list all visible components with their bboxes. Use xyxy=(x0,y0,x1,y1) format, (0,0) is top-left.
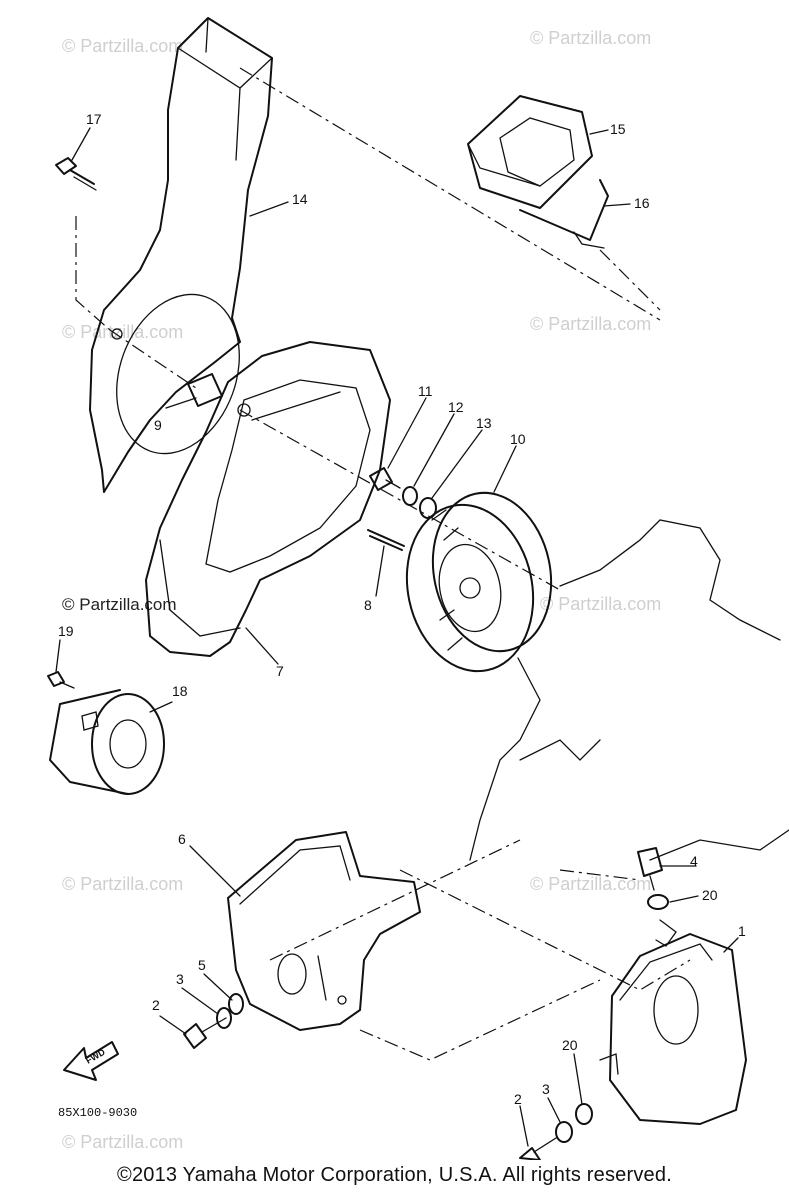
part-16-bracket xyxy=(519,179,609,249)
exploded-parts-diagram: © Partzilla.com © Partzilla.com © Partzi… xyxy=(47,17,789,1160)
part-14-air-shroud xyxy=(89,17,273,493)
part-11-bolt xyxy=(369,467,401,491)
part-4-bolt xyxy=(637,847,663,891)
leader-lines xyxy=(55,127,739,1147)
callout-13: 13 xyxy=(476,415,492,431)
callout-5: 5 xyxy=(198,957,206,973)
fwd-arrow-icon: FWD xyxy=(63,1041,119,1081)
diagram-code: 85X100-9030 xyxy=(58,1106,137,1120)
callout-2-right: 2 xyxy=(514,1091,522,1107)
part-5-washer xyxy=(228,993,244,1015)
part-19-bolt xyxy=(47,671,75,689)
callout-10: 10 xyxy=(510,431,526,447)
watermark-6: © Partzilla.com xyxy=(62,874,183,894)
watermark-5: © Partzilla.com xyxy=(540,594,661,614)
callout-12: 12 xyxy=(448,399,464,415)
part-15-clamp xyxy=(467,95,593,209)
part-1-cover xyxy=(609,933,747,1125)
callout-8: 8 xyxy=(364,597,372,613)
callout-1: 1 xyxy=(738,923,746,939)
callout-20-lower: 20 xyxy=(562,1037,578,1053)
part-20-washer-lower xyxy=(575,1053,619,1125)
part-18-cap xyxy=(49,689,165,795)
part-10-flywheel xyxy=(405,491,553,673)
part-2-bolt-left xyxy=(183,1017,227,1049)
callout-19: 19 xyxy=(58,623,74,639)
copyright-notice: ©2013 Yamaha Motor Corporation, U.S.A. A… xyxy=(117,1164,672,1186)
callout-3-right: 3 xyxy=(542,1081,550,1097)
callout-14: 14 xyxy=(292,191,308,207)
part-17-bolt xyxy=(55,157,97,191)
watermark-7: © Partzilla.com xyxy=(530,874,651,894)
callout-4: 4 xyxy=(690,853,698,869)
callout-17: 17 xyxy=(86,111,102,127)
part-20-washer-upper xyxy=(647,894,677,947)
callout-20-upper: 20 xyxy=(702,887,718,903)
part-8-pin xyxy=(367,529,405,551)
callout-11: 11 xyxy=(418,383,433,399)
callout-18: 18 xyxy=(172,683,188,699)
callout-16: 16 xyxy=(634,195,650,211)
watermark-1: © Partzilla.com xyxy=(62,36,183,56)
part-3-washer-left xyxy=(216,1007,232,1029)
watermark-3: © Partzilla.com xyxy=(62,322,183,342)
part-13-washer xyxy=(419,497,437,519)
callout-2-left: 2 xyxy=(152,997,160,1013)
callout-9: 9 xyxy=(154,417,162,433)
watermark-dark: © Partzilla.com xyxy=(62,595,177,614)
engine-outline xyxy=(469,519,789,861)
assembly-lines xyxy=(75,67,691,1061)
part-3-washer-right xyxy=(555,1121,573,1143)
callout-3-left: 3 xyxy=(176,971,184,987)
part-7-fan-housing xyxy=(145,341,391,657)
watermark-4: © Partzilla.com xyxy=(530,314,651,334)
watermark-2: © Partzilla.com xyxy=(530,28,651,48)
part-6-bracket-plate xyxy=(227,831,421,1031)
part-2-bolt-right xyxy=(519,1137,557,1160)
callout-6: 6 xyxy=(178,831,186,847)
callout-7: 7 xyxy=(276,663,284,679)
callout-15: 15 xyxy=(610,121,626,137)
watermark-8: © Partzilla.com xyxy=(62,1132,183,1152)
